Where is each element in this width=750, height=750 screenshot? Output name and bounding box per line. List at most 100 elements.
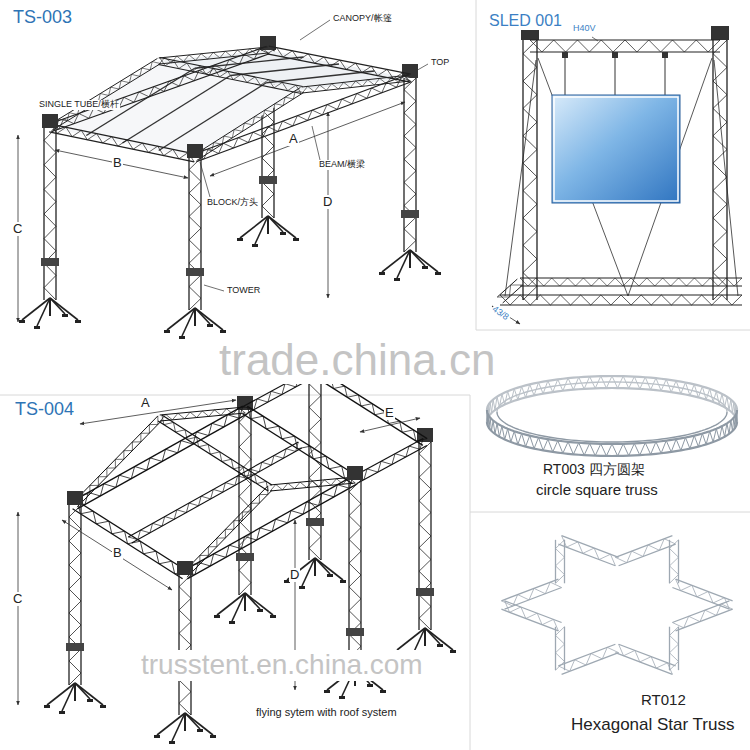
product-name: Hexagonal Star Truss (570, 716, 735, 735)
truss-part (237, 238, 243, 241)
truss-part (132, 448, 302, 543)
truss-part (244, 593, 246, 611)
truss-part (178, 575, 179, 715)
truss-part (401, 210, 419, 218)
truss-part (314, 558, 316, 576)
truss-part (615, 644, 675, 674)
truss-part (182, 308, 195, 336)
truss-part (172, 713, 185, 741)
product-code: RT003 四方圆架 (542, 462, 646, 477)
ts004-stage-truss (18, 358, 456, 744)
truss-part (669, 540, 670, 583)
truss-part (157, 713, 185, 735)
model-title: TS-003 (12, 8, 73, 28)
truss-part (424, 628, 426, 646)
truss-part (51, 54, 269, 132)
truss-part (247, 406, 357, 479)
truss-part (497, 285, 522, 297)
truss-part (662, 52, 668, 58)
truss-part (404, 78, 416, 252)
truss-part (158, 64, 301, 93)
truss-part (425, 628, 453, 650)
truss-part (74, 683, 76, 701)
truss-part (49, 49, 270, 129)
truss-part (497, 279, 522, 303)
truss-part (425, 628, 440, 644)
truss-part (69, 505, 81, 685)
truss-part (50, 298, 78, 320)
truss-part (80, 400, 236, 424)
led-screen-truss (492, 26, 742, 324)
truss-part (419, 442, 431, 630)
truss-part (353, 438, 423, 476)
truss-part (162, 415, 268, 491)
truss-part (123, 76, 231, 144)
truss-part (69, 505, 81, 685)
truss-part (185, 713, 200, 729)
truss-part (210, 735, 216, 738)
truss-part (189, 158, 201, 310)
truss-part (59, 711, 65, 714)
truss-part (670, 540, 679, 583)
truss-part (37, 298, 50, 326)
truss-part (558, 644, 618, 674)
truss-part (73, 501, 188, 579)
truss-part (339, 696, 345, 699)
truss-part (66, 643, 84, 651)
truss-part (160, 58, 302, 94)
truss-part (75, 683, 103, 705)
truss-part (713, 40, 727, 300)
truss-part (159, 53, 268, 64)
truss-part (270, 483, 355, 491)
truss-part (711, 26, 729, 40)
truss-part (409, 250, 411, 268)
truss-part (214, 615, 220, 618)
truss-part (487, 410, 737, 444)
truss-part (184, 713, 186, 731)
truss-part (162, 415, 272, 485)
truss-part (183, 476, 353, 575)
truss-part (159, 47, 269, 64)
truss-part (726, 40, 727, 300)
truss-part (243, 406, 358, 484)
truss-part (670, 540, 679, 583)
truss-part (42, 114, 58, 128)
truss-part (501, 582, 561, 606)
truss-part (220, 330, 226, 333)
truss-part (418, 442, 419, 630)
truss-part (75, 683, 90, 699)
truss-part (349, 480, 361, 670)
truss-part (306, 518, 324, 526)
truss-part (77, 501, 187, 574)
truss-part (665, 52, 666, 95)
truss-part (48, 58, 160, 130)
truss-part (73, 416, 158, 503)
truss-part (487, 376, 737, 422)
truss-part (470, 512, 750, 513)
truss-part (367, 684, 373, 687)
truss-part (252, 244, 258, 247)
truss-part (302, 558, 315, 586)
truss-part (309, 372, 321, 560)
truss-part (558, 536, 618, 566)
truss-part (505, 60, 536, 296)
truss-part (87, 699, 93, 702)
truss-part (231, 64, 340, 76)
truss-part (500, 295, 742, 305)
truss-part (308, 372, 309, 560)
truss-part (312, 126, 320, 160)
truss-part (44, 128, 56, 300)
truss-part (193, 87, 300, 155)
truss-part (487, 410, 737, 456)
product-name: circle square truss (535, 482, 659, 499)
truss-part (503, 285, 523, 303)
truss-part (536, 40, 537, 300)
part-label: BLOCK/方头 (206, 198, 259, 208)
truss-part (49, 46, 270, 132)
truss-part (183, 486, 268, 573)
truss-part (73, 416, 158, 503)
truss-part (245, 593, 260, 609)
truss-part (49, 298, 51, 316)
truss-part (615, 52, 616, 95)
truss-part (73, 416, 162, 507)
